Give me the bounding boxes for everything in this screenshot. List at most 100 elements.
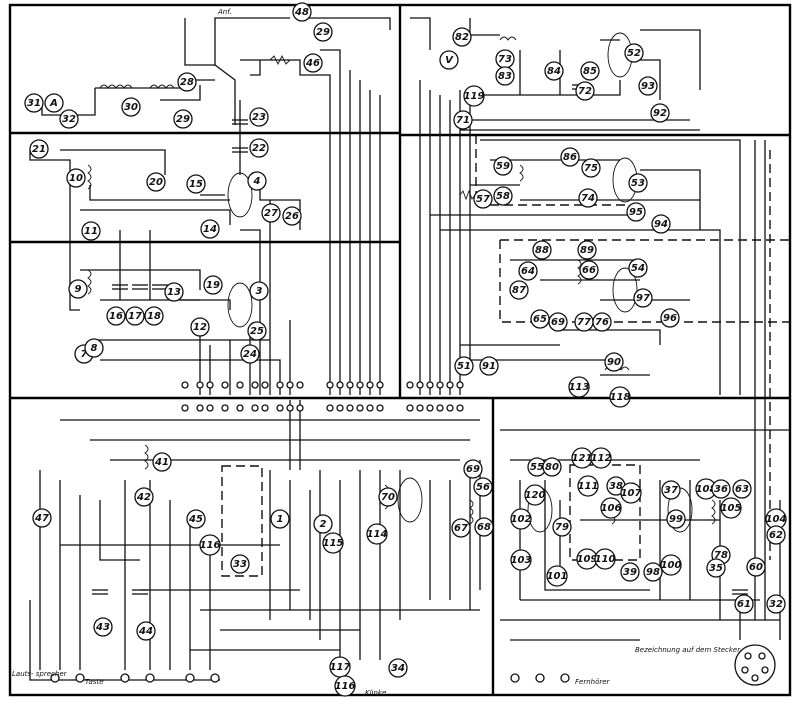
component-label-l1: 1 — [270, 509, 290, 529]
component-label-l59: 59 — [493, 156, 513, 176]
component-label-l16: 16 — [106, 306, 126, 326]
svg-text:A: A — [49, 98, 58, 109]
terminal-node — [251, 404, 259, 412]
capacitors — [92, 84, 748, 595]
terminal-node — [206, 404, 214, 412]
component-label-l79: 79 — [552, 517, 572, 537]
svg-text:94: 94 — [654, 219, 668, 230]
plug-connector — [734, 644, 776, 686]
svg-text:120: 120 — [525, 490, 546, 501]
svg-text:V: V — [445, 55, 454, 66]
terminal-strip-lower — [181, 404, 464, 412]
svg-text:28: 28 — [180, 77, 194, 88]
component-label-l100: 100 — [660, 554, 682, 576]
svg-text:117: 117 — [330, 662, 351, 673]
component-label-l23: 23 — [249, 107, 269, 127]
component-label-l22: 22 — [249, 138, 269, 158]
svg-text:21: 21 — [32, 144, 46, 155]
svg-text:70: 70 — [381, 492, 395, 503]
component-label-l43: 43 — [93, 617, 113, 637]
component-label-l121: 121 — [571, 447, 593, 469]
component-label-l63: 63 — [732, 479, 752, 499]
svg-text:100: 100 — [661, 560, 682, 571]
svg-text:30: 30 — [124, 102, 138, 113]
svg-text:80: 80 — [545, 462, 559, 473]
component-label-l112: 112 — [590, 447, 612, 469]
svg-text:7: 7 — [81, 349, 88, 360]
terminal-node — [296, 404, 304, 412]
svg-text:15: 15 — [189, 179, 203, 190]
component-label-l85: 85 — [580, 61, 600, 81]
svg-text:59: 59 — [496, 161, 510, 172]
component-label-l14: 14 — [200, 219, 220, 239]
svg-text:93: 93 — [641, 81, 655, 92]
component-label-l33: 33 — [230, 554, 250, 574]
svg-text:38: 38 — [609, 481, 623, 492]
component-label-l24: 24 — [240, 344, 260, 364]
section-frame — [8, 3, 792, 697]
svg-text:27: 27 — [264, 208, 278, 219]
terminal-node — [286, 404, 294, 412]
component-label-l115: 115 — [322, 532, 344, 554]
svg-text:69: 69 — [551, 317, 565, 328]
component-label-l58: 58 — [493, 186, 513, 206]
svg-text:99: 99 — [669, 514, 683, 525]
svg-text:113: 113 — [569, 382, 590, 393]
svg-text:69: 69 — [466, 464, 480, 475]
svg-text:29: 29 — [176, 114, 190, 125]
component-label-l34: 34 — [388, 658, 408, 678]
component-label-l88: 88 — [532, 240, 552, 260]
terminal-node — [346, 404, 354, 412]
svg-text:104: 104 — [766, 514, 787, 525]
terminal-node — [276, 404, 284, 412]
component-label-l75: 75 — [581, 158, 601, 178]
svg-text:9: 9 — [75, 284, 82, 295]
terminal-node — [196, 381, 204, 389]
component-label-l57: 57 — [473, 189, 493, 209]
svg-text:91: 91 — [482, 361, 496, 372]
terminal-node — [261, 404, 269, 412]
component-label-l113: 113 — [568, 376, 590, 398]
terminal-node — [456, 404, 464, 412]
component-label-l27: 27 — [261, 203, 281, 223]
svg-text:121: 121 — [572, 453, 593, 464]
component-label-l71: 71 — [453, 110, 473, 130]
component-label-l8: 8 — [84, 338, 104, 358]
svg-text:10: 10 — [69, 173, 83, 184]
terminal-node — [196, 404, 204, 412]
component-label-l46: 46 — [303, 53, 323, 73]
component-label-l116b: 116 — [334, 675, 356, 697]
svg-text:39: 39 — [623, 567, 637, 578]
svg-text:26: 26 — [285, 211, 299, 222]
svg-text:67: 67 — [454, 523, 468, 534]
svg-text:62: 62 — [769, 530, 783, 541]
svg-text:12: 12 — [193, 322, 207, 333]
component-label-l119: 119 — [463, 85, 485, 107]
svg-text:11: 11 — [84, 226, 98, 237]
svg-text:78: 78 — [714, 550, 728, 561]
svg-text:8: 8 — [91, 343, 98, 354]
svg-text:16: 16 — [109, 311, 123, 322]
terminal-node — [366, 381, 374, 389]
terminal-node — [181, 404, 189, 412]
svg-text:75: 75 — [584, 163, 598, 174]
vacuum-tubes — [227, 32, 693, 533]
svg-text:71: 71 — [456, 115, 470, 126]
component-label-l44: 44 — [136, 621, 156, 641]
svg-text:65: 65 — [533, 314, 547, 325]
component-label-l98: 98 — [643, 562, 663, 582]
terminal-node — [436, 381, 444, 389]
component-label-l86: 86 — [560, 147, 580, 167]
sockets-bottom — [50, 673, 570, 683]
component-label-l20: 20 — [146, 172, 166, 192]
terminal-node — [181, 381, 189, 389]
svg-text:119: 119 — [464, 91, 485, 102]
component-label-l97: 97 — [633, 288, 653, 308]
svg-text:72: 72 — [578, 86, 592, 97]
svg-text:106: 106 — [601, 503, 622, 514]
svg-text:88: 88 — [535, 245, 549, 256]
svg-text:23: 23 — [252, 112, 266, 123]
component-label-l9: 9 — [68, 279, 88, 299]
svg-text:18: 18 — [147, 311, 161, 322]
component-label-l89: 89 — [577, 240, 597, 260]
